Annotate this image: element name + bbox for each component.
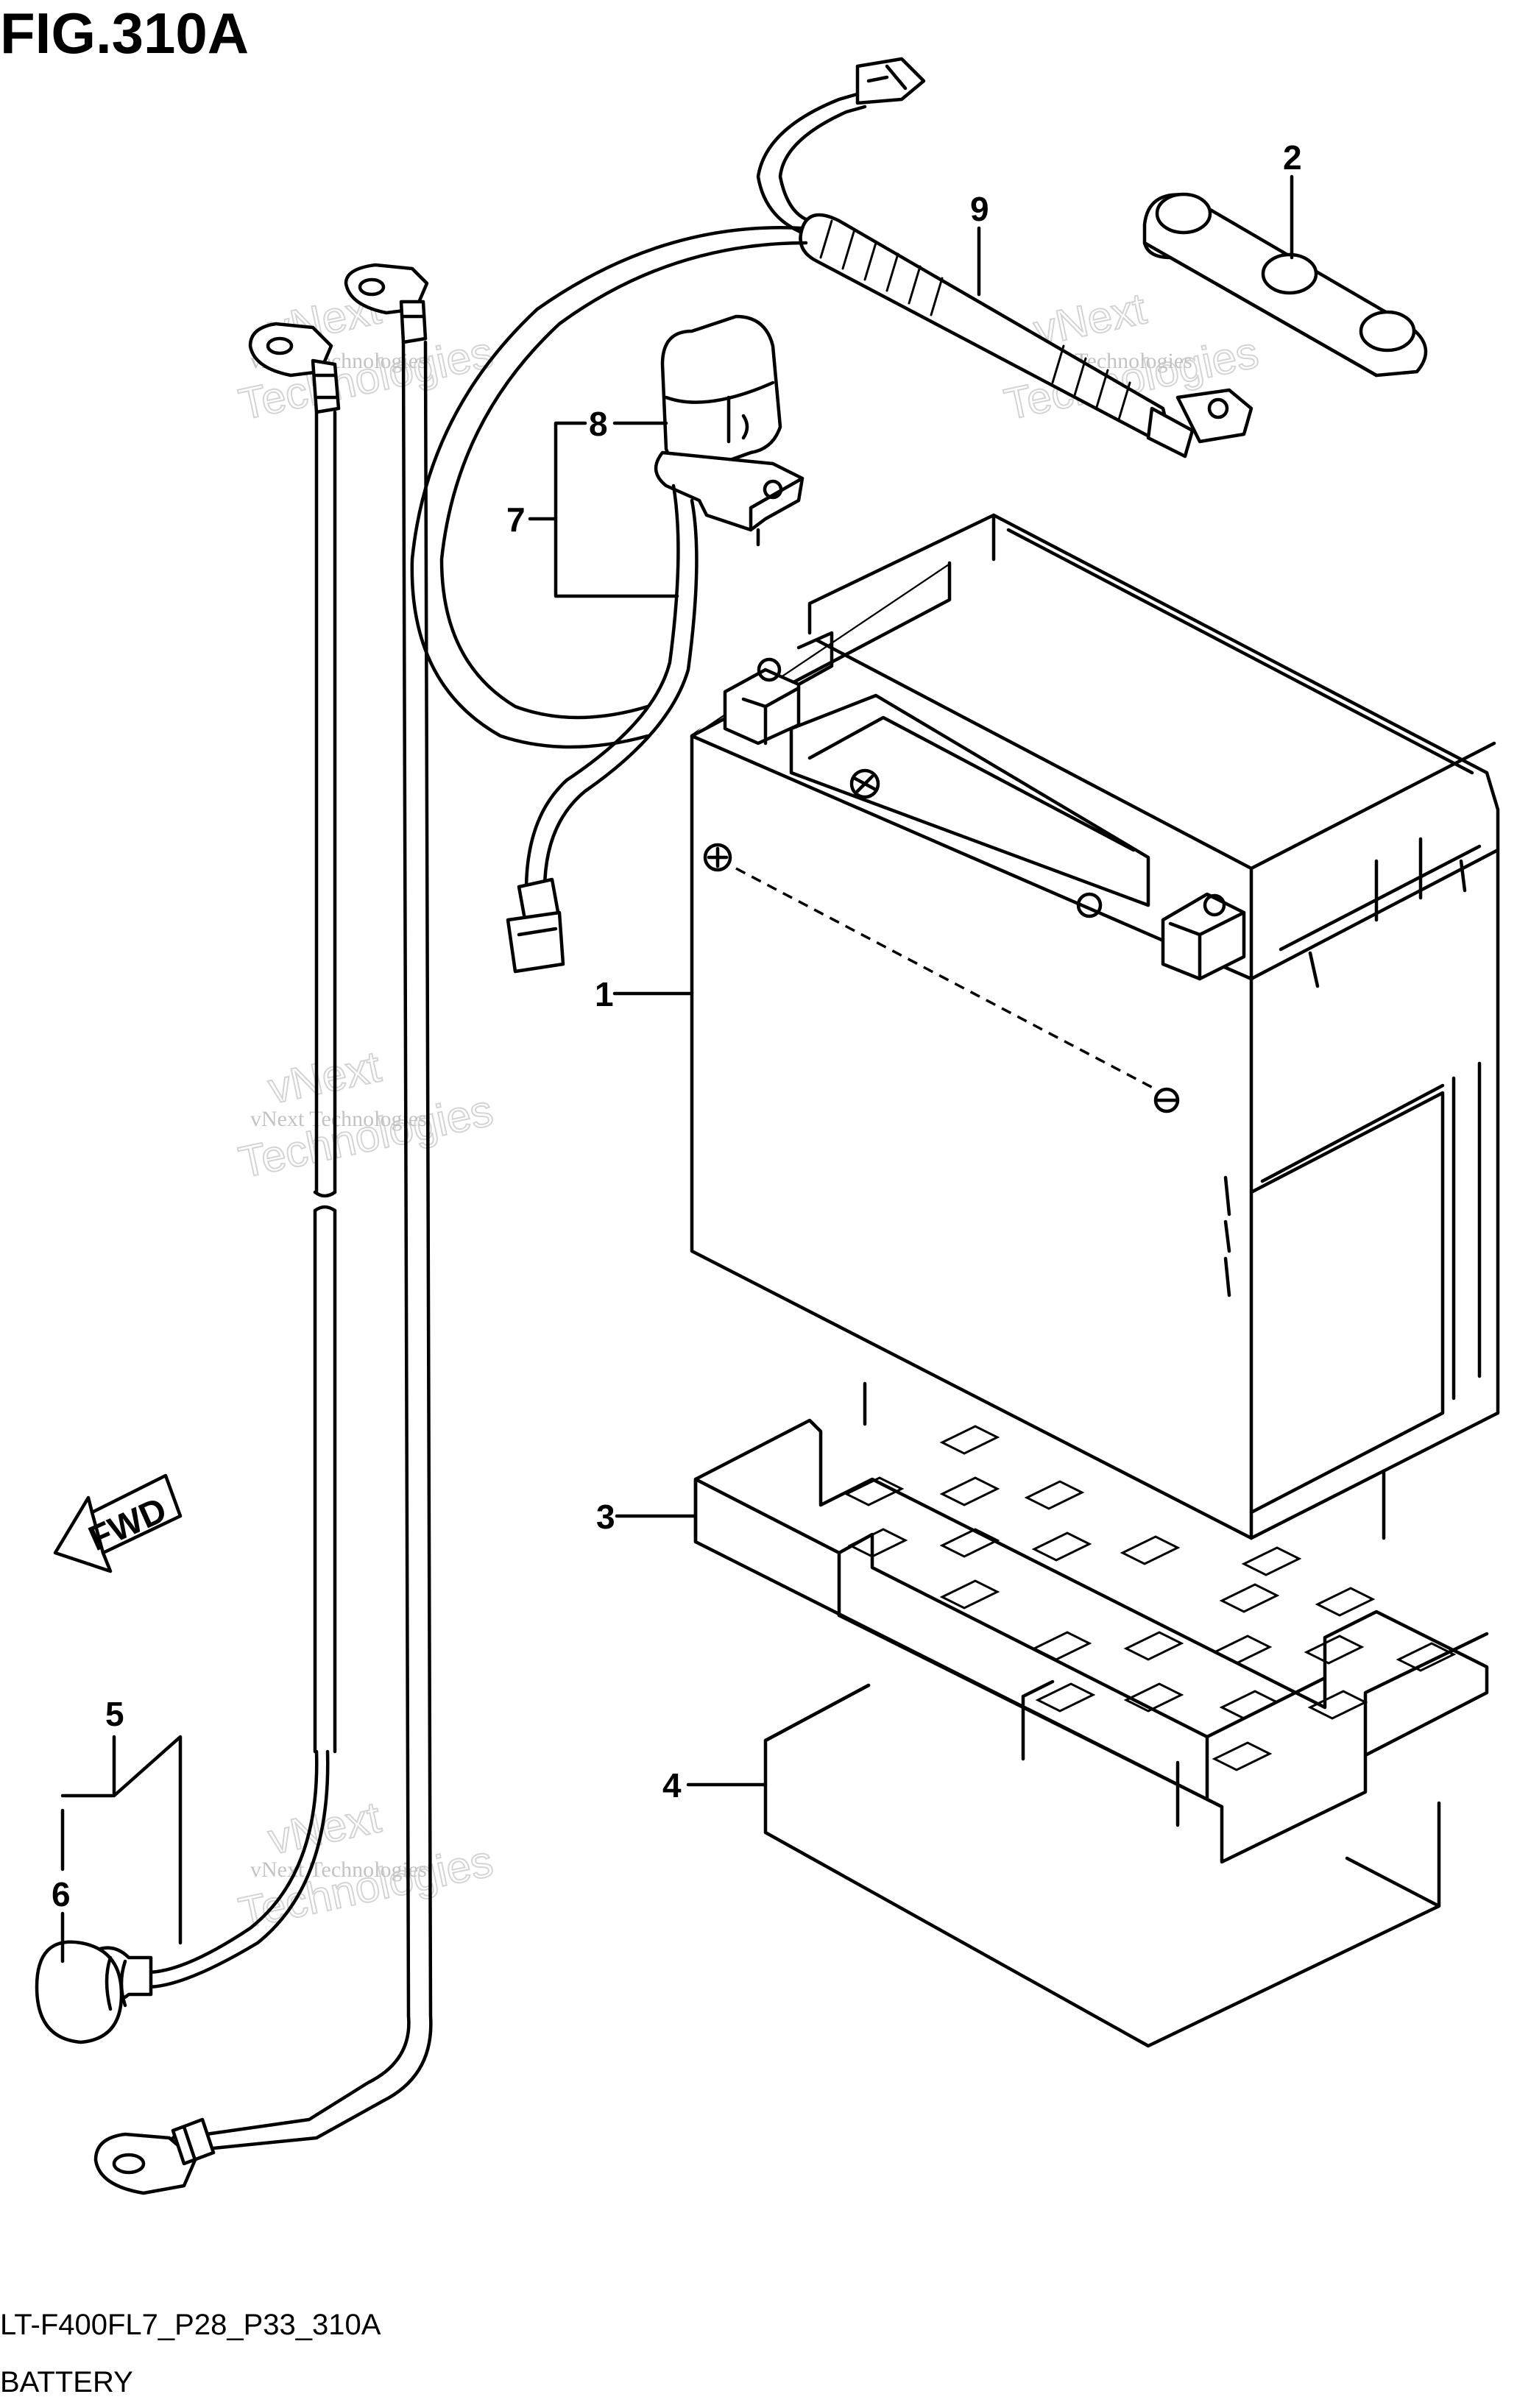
watermark-3: vNext Technologies vNext Technologies — [234, 1041, 498, 1188]
part-8-relay — [660, 314, 782, 473]
svg-text:vNext: vNext — [264, 1041, 385, 1113]
negative-cable-left — [93, 263, 433, 2195]
callout-3: 3 — [596, 1498, 615, 1536]
callout-6: 6 — [52, 1875, 71, 1913]
part-7-relay-bracket — [506, 450, 805, 974]
part-9-positive-cable — [410, 57, 1253, 749]
figure-name: BATTERY — [0, 2366, 133, 2398]
tray-slots — [844, 1425, 1457, 1771]
callout-2: 2 — [1283, 138, 1302, 177]
part-3-battery-tray — [693, 1381, 1489, 1864]
callout-5: 5 — [105, 1695, 124, 1733]
figure-title: FIG.310A — [0, 1, 249, 65]
sleeve-ribs — [819, 219, 1131, 421]
callout-leaders — [60, 174, 1294, 1963]
callout-8: 8 — [589, 405, 608, 443]
part-4-battery-pad — [763, 1683, 1441, 2048]
part-2-terminal-plate — [1142, 192, 1428, 378]
callout-labels: 1 2 3 4 5 6 7 8 9 — [52, 138, 1302, 1913]
svg-text:vNext Technologies: vNext Technologies — [250, 1107, 427, 1131]
svg-text:vNext Technologies: vNext Technologies — [250, 1858, 427, 1882]
figure-code: LT-F400FL7_P28_P33_310A — [0, 2309, 381, 2341]
fwd-direction-arrow: FWD — [53, 1473, 183, 1573]
watermark-5: vNext Technologies vNext Technologies — [234, 1791, 498, 1938]
callout-9: 9 — [970, 190, 989, 228]
part-1-battery — [690, 513, 1500, 1540]
callout-1: 1 — [595, 975, 614, 1013]
callout-4: 4 — [662, 1766, 682, 1805]
callout-7: 7 — [506, 500, 526, 539]
part-5-6-cable-with-cap — [35, 1749, 330, 2044]
